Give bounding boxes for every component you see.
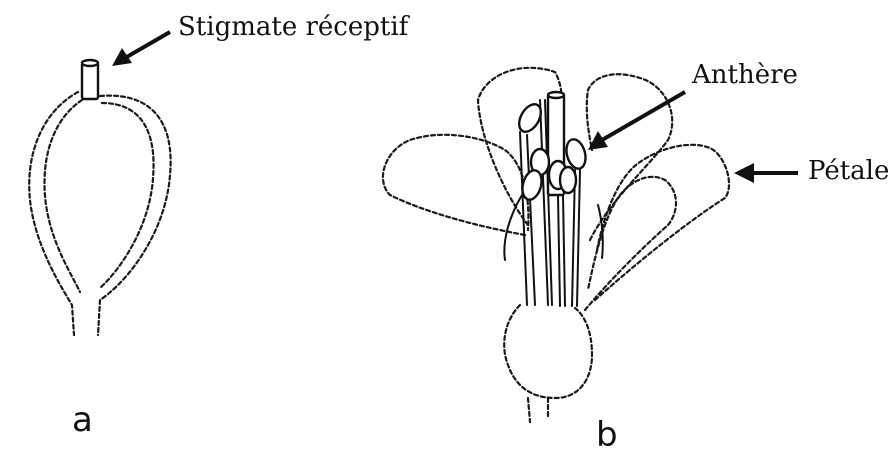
anther-label: Anthère [692, 62, 798, 88]
stigma-label: Stigmate réceptif [178, 14, 408, 40]
bud-figure [29, 60, 170, 335]
anther-arrow [588, 92, 685, 150]
bud-outer-outline [29, 92, 170, 335]
panel-b-label: b [596, 418, 618, 452]
petal-arrow [734, 163, 798, 183]
stigma-arrow [112, 32, 170, 66]
petal-left [383, 135, 528, 235]
open-flower-figure [383, 68, 729, 422]
panel-a-label: a [72, 403, 93, 437]
stigma-column [82, 60, 98, 99]
anther-lower-right [560, 167, 576, 193]
corolla-cup [504, 305, 592, 422]
anther-right [563, 137, 588, 171]
petal-label: Pétale [808, 158, 889, 184]
anther-lower-left [519, 168, 544, 202]
